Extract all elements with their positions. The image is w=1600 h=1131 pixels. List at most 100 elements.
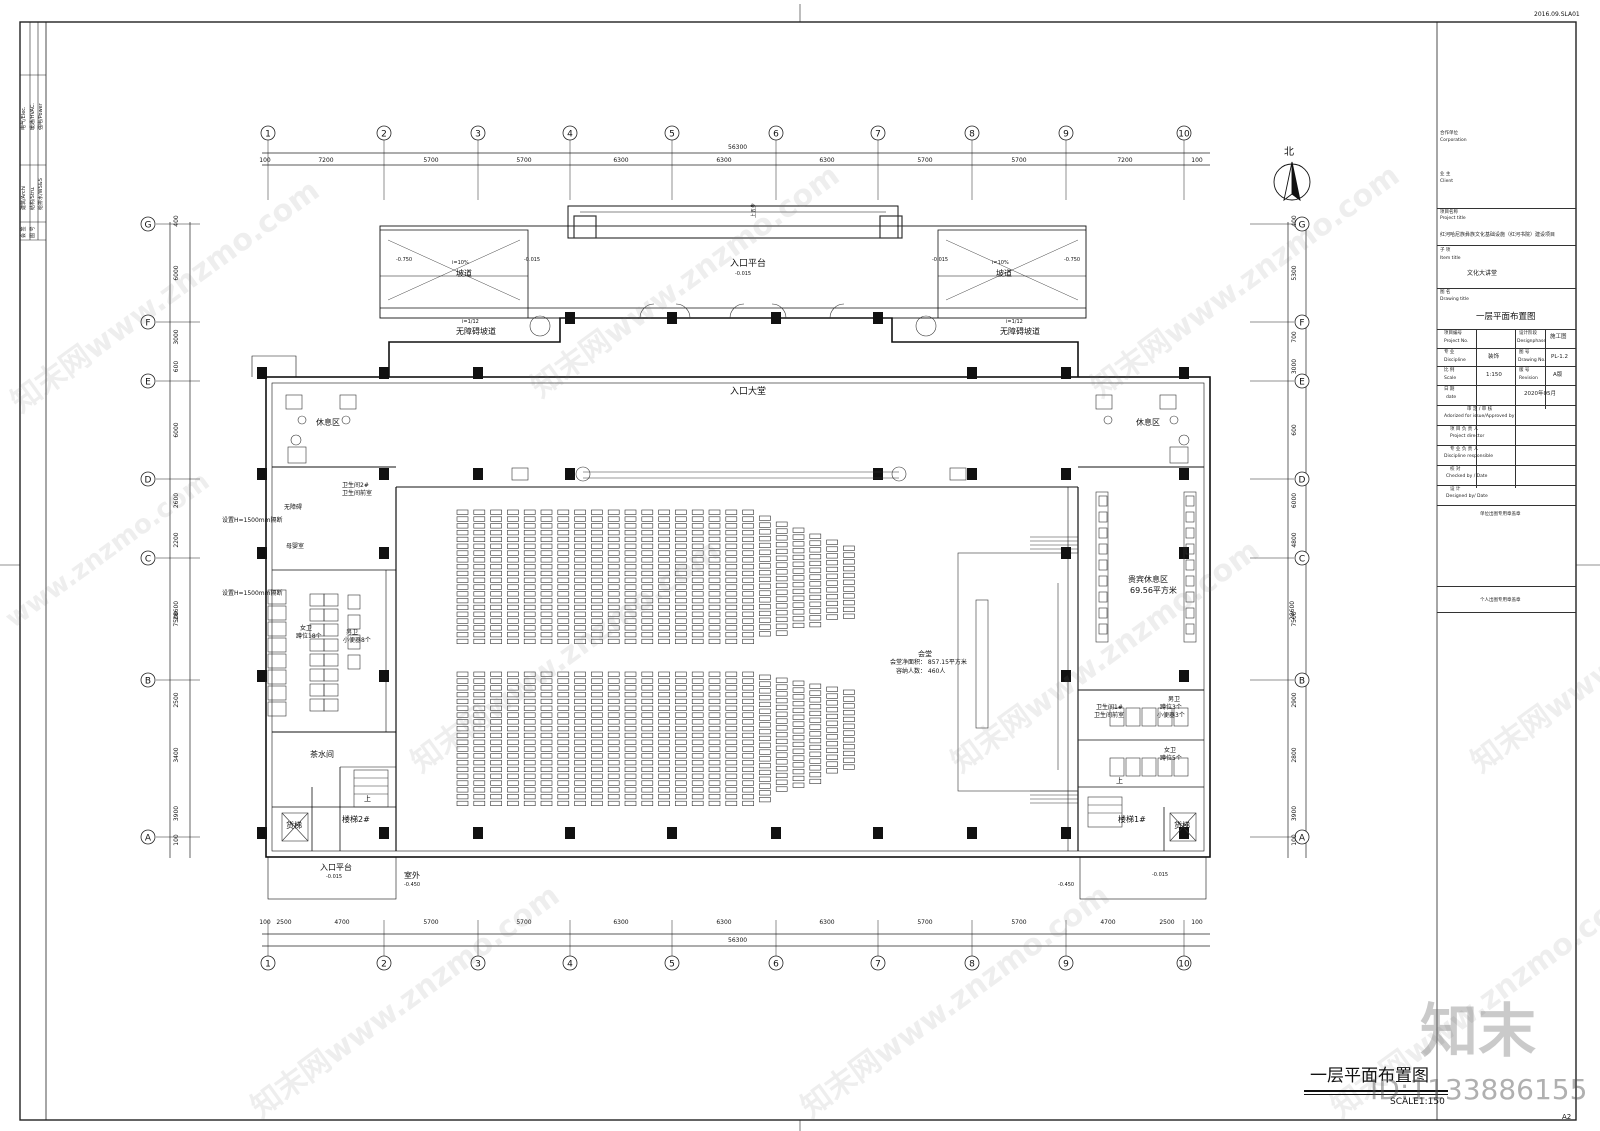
seat	[675, 753, 687, 759]
seat	[456, 550, 469, 556]
seat	[792, 534, 805, 540]
seat	[473, 726, 486, 732]
seat	[456, 523, 469, 529]
seat	[759, 542, 771, 549]
seat	[557, 591, 570, 597]
seat	[456, 564, 469, 570]
seat	[826, 700, 838, 706]
seat	[725, 577, 738, 583]
dim-label: 100	[173, 834, 180, 846]
seat	[523, 625, 536, 631]
seat	[742, 685, 754, 691]
seat	[675, 523, 687, 529]
seat	[523, 570, 536, 577]
seat	[675, 705, 687, 711]
dim-label: 5700	[917, 919, 932, 926]
structural-columns	[257, 312, 1189, 839]
axis-label: 6	[773, 960, 779, 970]
seat	[507, 604, 519, 611]
seat	[557, 705, 570, 711]
seat	[591, 536, 603, 543]
seat	[490, 698, 502, 705]
plan-title: 一层平面布置图	[1310, 1066, 1429, 1086]
seat	[523, 766, 536, 773]
seat	[591, 638, 603, 645]
column	[1061, 468, 1071, 480]
seat	[658, 698, 670, 705]
seat	[624, 671, 637, 677]
seat	[557, 746, 570, 752]
seat	[624, 685, 637, 691]
seat	[708, 753, 721, 759]
vip-seat	[1098, 511, 1108, 523]
seat	[456, 698, 469, 705]
seat	[574, 625, 586, 631]
seat	[641, 577, 654, 583]
sheet-size: A2	[1562, 1113, 1572, 1121]
seat	[624, 638, 637, 645]
seat	[742, 591, 754, 597]
seat	[809, 601, 822, 607]
dim-label: 600	[173, 361, 180, 373]
seat	[540, 536, 553, 543]
vip-seat	[1185, 623, 1195, 635]
seat	[641, 692, 654, 698]
left-strip-sign: 会 签	[21, 226, 27, 238]
seat	[540, 787, 553, 793]
seat	[843, 545, 855, 551]
seat	[725, 604, 738, 611]
seat	[473, 577, 486, 583]
seat	[523, 611, 536, 617]
seat	[523, 530, 536, 536]
seat	[523, 800, 536, 807]
seat	[624, 598, 637, 604]
seat	[591, 530, 603, 536]
seat	[523, 591, 536, 597]
north-arrow-icon	[1273, 161, 1311, 202]
seat	[759, 617, 771, 623]
seat	[691, 678, 704, 684]
seat	[809, 758, 822, 764]
seat	[691, 671, 704, 677]
seat	[473, 632, 486, 638]
seat	[826, 566, 838, 573]
seat	[742, 543, 754, 549]
seat	[675, 604, 687, 611]
seat	[574, 794, 586, 800]
seat	[843, 737, 855, 743]
seat	[843, 710, 855, 716]
dim-label: 5700	[423, 919, 438, 926]
seat	[624, 780, 637, 786]
seat	[843, 696, 855, 702]
seat	[507, 800, 519, 807]
seat	[809, 574, 822, 580]
seat	[540, 632, 553, 638]
seat	[725, 739, 738, 745]
seat	[691, 773, 704, 779]
seat	[456, 536, 469, 543]
seat	[507, 746, 519, 752]
seat	[624, 746, 637, 752]
seat	[775, 732, 788, 738]
tb-item-en: Item title	[1440, 256, 1461, 261]
seat	[557, 685, 570, 691]
seat	[591, 773, 603, 779]
seat	[490, 739, 502, 745]
seat	[675, 773, 687, 779]
seat	[490, 611, 502, 617]
seat	[523, 550, 536, 556]
seat	[658, 584, 670, 590]
seat	[641, 732, 654, 739]
seat	[624, 712, 637, 718]
seat	[725, 692, 738, 698]
seat	[574, 753, 586, 759]
column	[873, 312, 883, 324]
seat	[691, 564, 704, 570]
seat	[759, 563, 771, 569]
axis-bubble	[140, 829, 156, 845]
stall	[267, 621, 287, 637]
seat	[641, 787, 654, 793]
vip-seat	[1098, 623, 1108, 635]
seat	[591, 692, 603, 698]
seat	[507, 611, 519, 617]
